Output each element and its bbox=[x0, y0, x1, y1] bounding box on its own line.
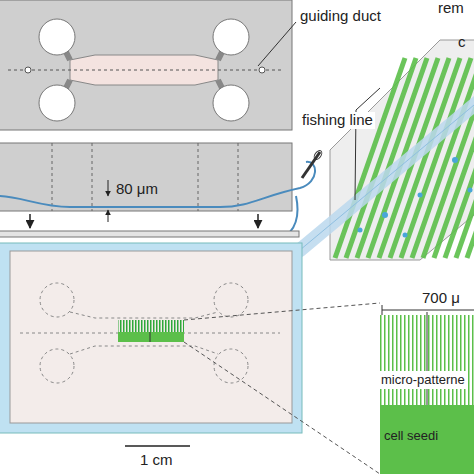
leader-line bbox=[356, 88, 380, 110]
divider bbox=[150, 332, 151, 342]
zoom-line bbox=[184, 342, 380, 474]
pattern-region: micro-patterne bbox=[380, 370, 474, 394]
chip-side-view bbox=[0, 143, 292, 211]
zoom-line bbox=[184, 303, 380, 320]
micro-pattern bbox=[118, 320, 184, 332]
needle-eye bbox=[313, 149, 324, 161]
part-label: fishing line bbox=[300, 112, 375, 129]
dimension-label: 700 μ bbox=[422, 290, 460, 307]
dimension-line bbox=[382, 310, 474, 311]
seeded-area bbox=[118, 332, 184, 342]
assembly-arrow bbox=[257, 214, 259, 228]
scale-label: 1 cm bbox=[140, 452, 173, 469]
duct-hole bbox=[259, 67, 265, 73]
dimension-tick bbox=[382, 305, 383, 315]
assembly-arrow bbox=[29, 214, 31, 228]
part-label: guiding duct bbox=[300, 8, 381, 25]
region-label: micro-patterne bbox=[380, 371, 466, 389]
part-label: c bbox=[458, 34, 466, 51]
section-lines bbox=[52, 143, 238, 211]
chip-top-view bbox=[0, 0, 292, 130]
stripe-illustration bbox=[300, 40, 474, 260]
dimension-label: 80 μm bbox=[116, 181, 158, 198]
needle bbox=[302, 152, 320, 178]
dimension-arrow bbox=[108, 180, 109, 196]
divider bbox=[427, 312, 428, 405]
guiding-duct-line bbox=[8, 70, 282, 71]
scale-bar bbox=[125, 445, 190, 447]
seeding-band: cell seedi bbox=[380, 405, 474, 474]
fishing-line bbox=[0, 162, 315, 232]
chip-body bbox=[10, 251, 292, 423]
channel-outline bbox=[20, 283, 280, 383]
dimension-arrow bbox=[108, 210, 109, 222]
part-label: rem bbox=[438, 0, 464, 17]
glass-frame bbox=[0, 243, 302, 433]
duct-hole bbox=[25, 67, 31, 73]
leader-line bbox=[258, 22, 296, 66]
glass-slide bbox=[0, 231, 299, 237]
region-label: cell seedi bbox=[380, 405, 442, 467]
